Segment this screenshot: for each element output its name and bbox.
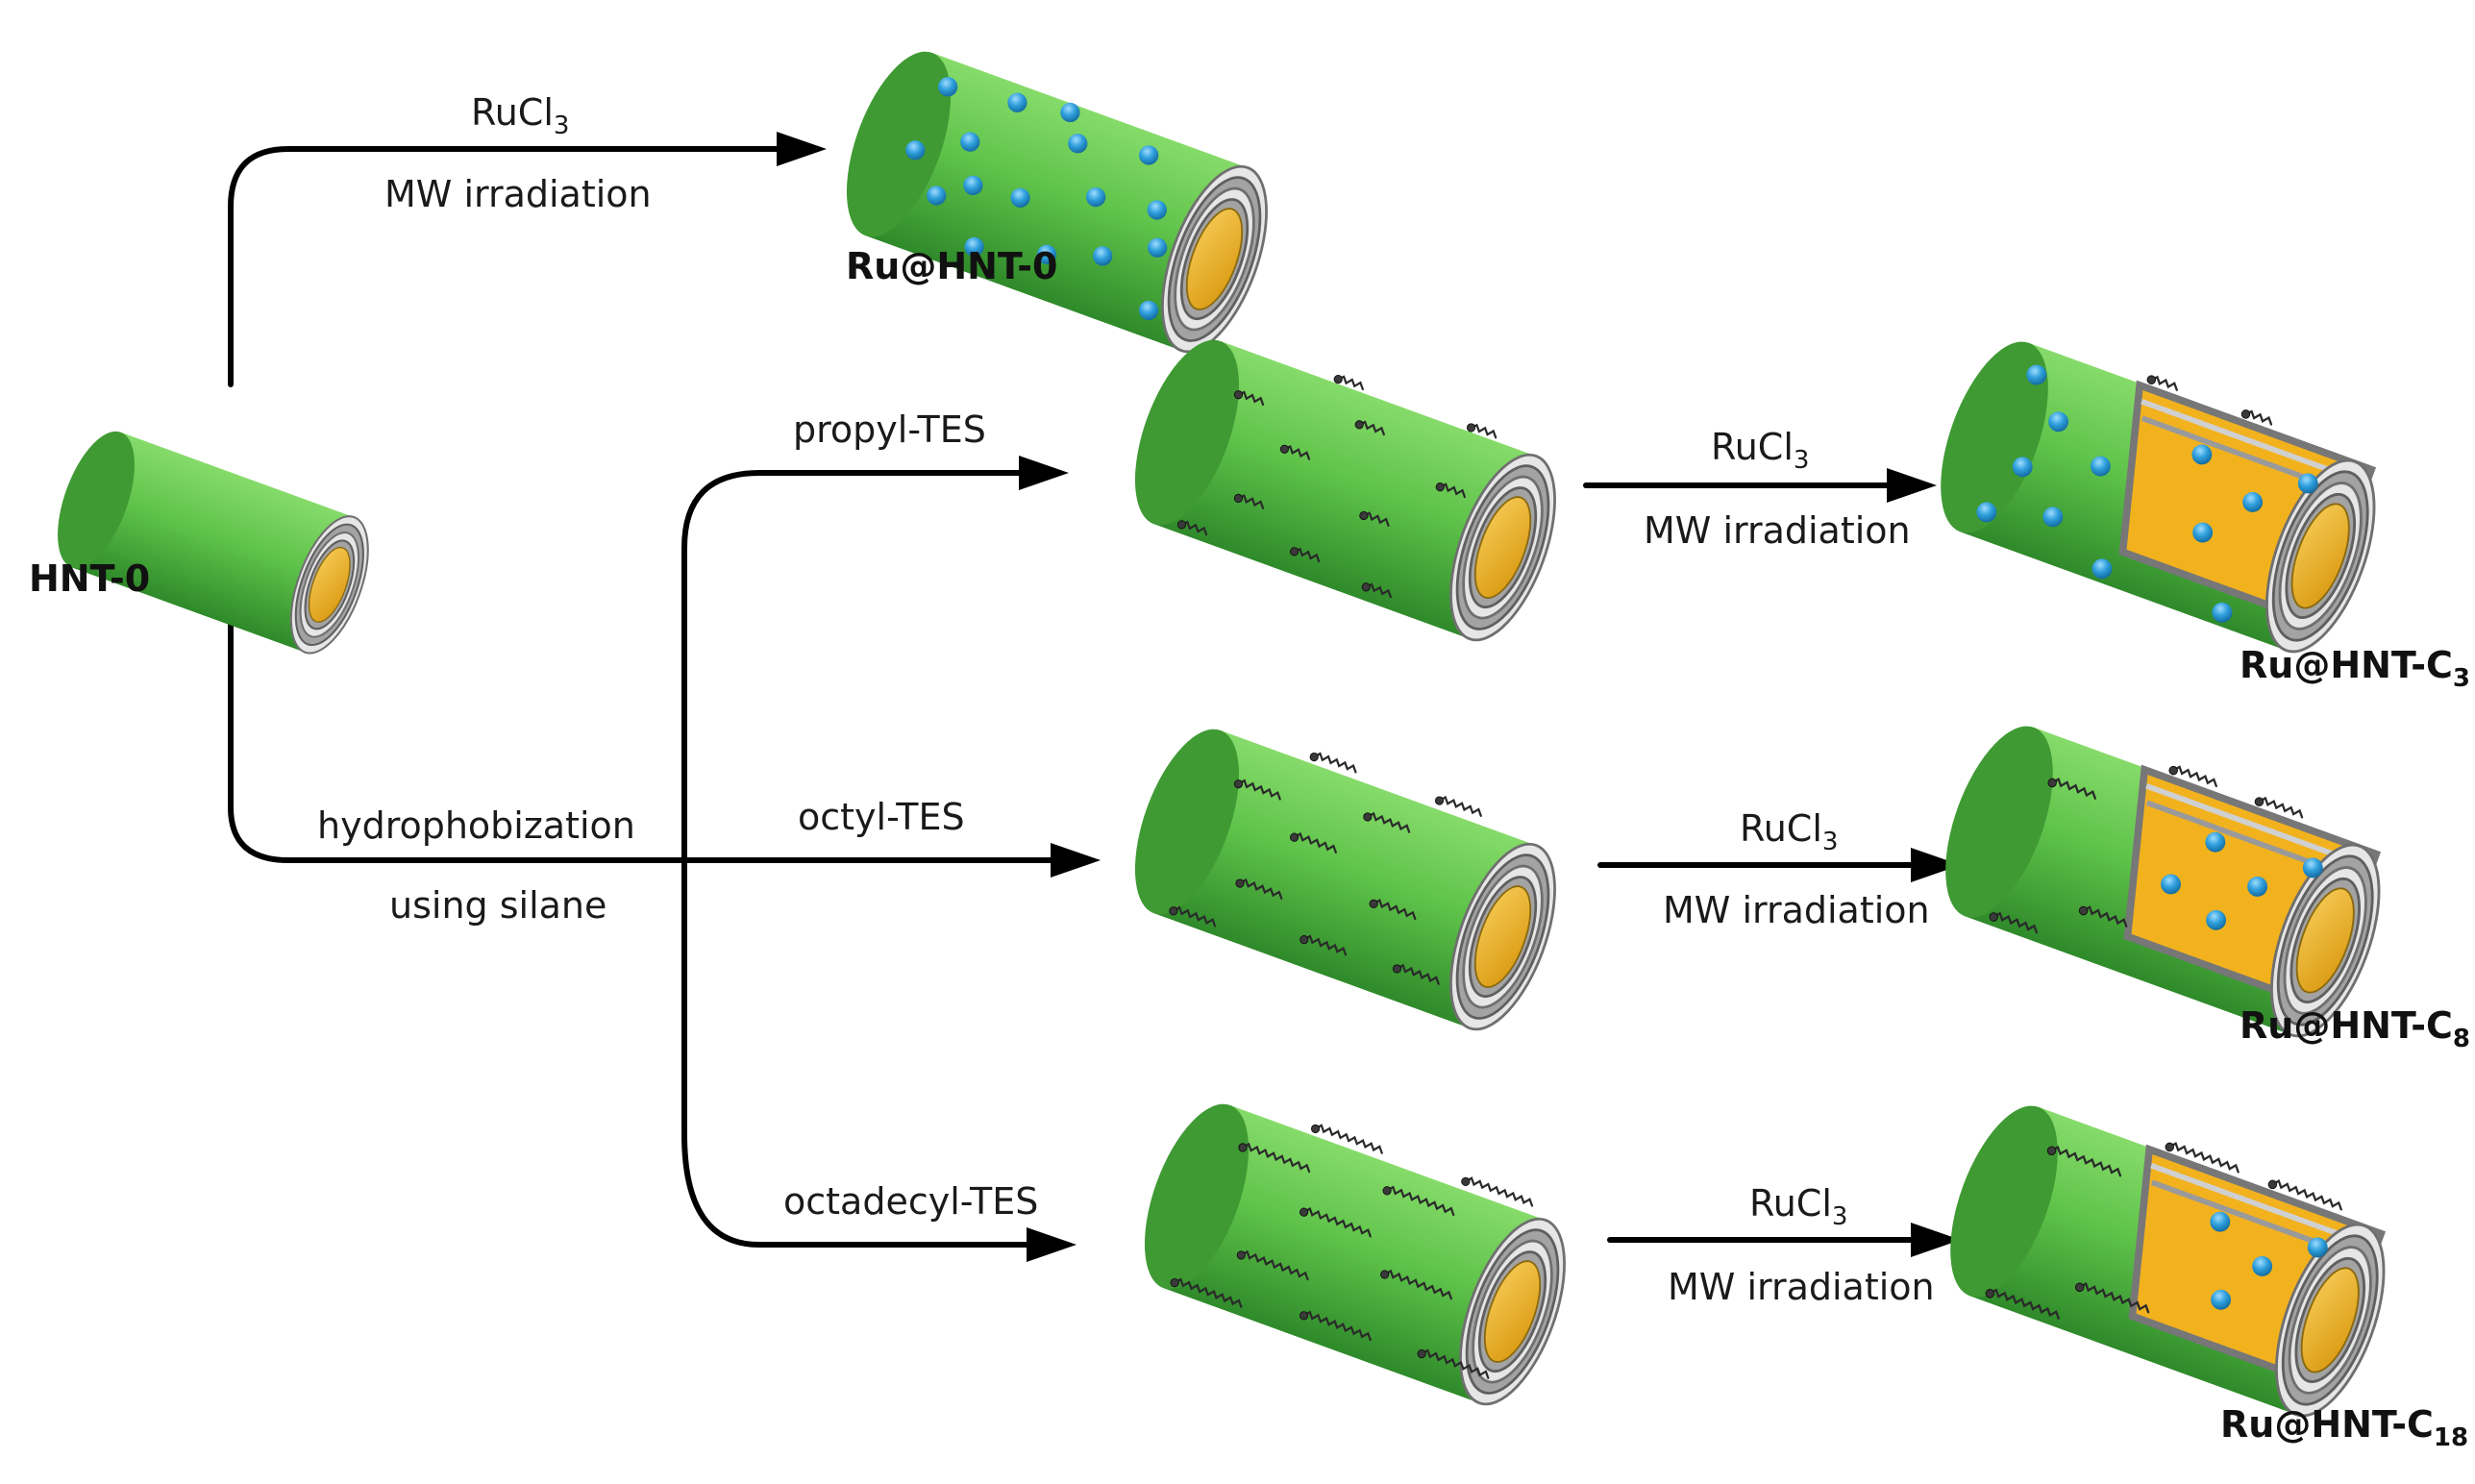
propyl-tes-nanotube: [1114, 318, 1579, 654]
rucl3-c8-sub: 3: [1822, 828, 1839, 856]
ru-hnt-c3-nanotube: [1918, 317, 2400, 666]
label-ru-hnt-c3: Ru@HNT-C3: [2240, 644, 2470, 693]
label-ru-hnt-c18: Ru@HNT-C18: [2220, 1403, 2468, 1452]
label-octyl-tes: octyl-TES: [798, 796, 965, 838]
label-rucl3-c8: RuCl3: [1740, 807, 1838, 856]
ru-hnt0-nanotube: [826, 37, 1288, 365]
arrowhead-ru-hnt0: [777, 132, 827, 166]
rucl3-top-sub: 3: [554, 111, 570, 140]
rucl3-c18-sub: 3: [1832, 1202, 1848, 1231]
ru-hnt-c8-nanotube: [1923, 701, 2405, 1051]
rucl3-top-base: RuCl: [471, 91, 554, 134]
label-ru-hnt-c8: Ru@HNT-C8: [2240, 1004, 2470, 1053]
label-hydrophobization: hydrophobization: [317, 804, 635, 847]
arrow-hnt0-to-ru-hnt0: [228, 146, 786, 387]
arrowhead-c8: [1911, 848, 1961, 882]
label-ru-hnt-c18-base: Ru@HNT-C: [2220, 1403, 2434, 1446]
arrowhead-propyl: [1019, 456, 1069, 490]
arrow-branch-octadecyl: [681, 1131, 1031, 1248]
octadecyl-tes-nanotube: [1124, 1077, 1591, 1418]
label-ru-hnt-c3-sub: 3: [2453, 664, 2470, 693]
label-mw-c18: MW irradiation: [1668, 1266, 1935, 1308]
octyl-tes-nanotube: [1114, 703, 1581, 1043]
rucl3-c8-base: RuCl: [1740, 807, 1822, 850]
label-rucl3-top: RuCl3: [471, 91, 569, 140]
arrowhead-c18: [1911, 1223, 1961, 1257]
arrow-branch-propyl: [681, 470, 1024, 1137]
rucl3-c3-base: RuCl: [1711, 426, 1794, 468]
label-ru-hnt-c8-base: Ru@HNT-C: [2240, 1004, 2453, 1047]
hnt0-nanotube: [42, 422, 384, 663]
label-octadecyl-tes: octadecyl-TES: [783, 1180, 1038, 1223]
label-rucl3-c3: RuCl3: [1711, 426, 1809, 475]
arrowhead-octadecyl: [1027, 1227, 1077, 1262]
label-ru-hnt-c3-base: Ru@HNT-C: [2240, 644, 2453, 686]
label-propyl-tes: propyl-TES: [793, 408, 986, 451]
ru-hnt-c18-nanotube: [1928, 1080, 2410, 1430]
arrow-hnt0-down-main: [228, 622, 1055, 863]
rucl3-c3-sub: 3: [1794, 446, 1810, 475]
arrowhead-c3: [1887, 468, 1937, 503]
label-mw-c8: MW irradiation: [1663, 889, 1930, 931]
arrowhead-octyl: [1051, 843, 1101, 878]
label-hnt0: HNT-0: [29, 557, 150, 600]
label-ru-hnt0: Ru@HNT-0: [846, 245, 1057, 287]
label-mw-top: MW irradiation: [384, 173, 652, 215]
label-ru-hnt-c18-sub: 18: [2434, 1423, 2468, 1452]
label-rucl3-c18: RuCl3: [1749, 1182, 1847, 1231]
label-using-silane: using silane: [389, 884, 606, 927]
rucl3-c18-base: RuCl: [1749, 1182, 1832, 1224]
label-ru-hnt-c8-sub: 8: [2453, 1025, 2470, 1053]
label-mw-c3: MW irradiation: [1644, 509, 1911, 552]
